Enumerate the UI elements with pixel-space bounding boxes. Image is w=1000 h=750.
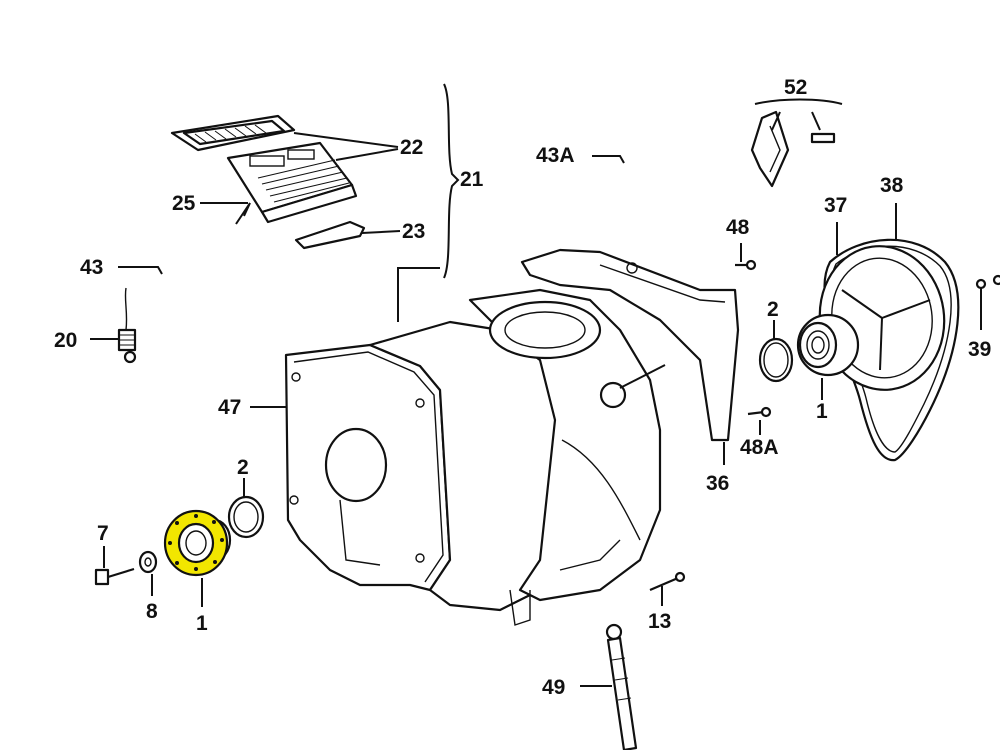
part-7-bolt[interactable] [94,546,135,586]
label-13: 13 [648,610,671,633]
label-43: 43 [80,256,103,279]
label-2-left: 2 [237,456,249,479]
label-20: 20 [54,329,77,352]
part-47-front-tub-half[interactable] [284,343,452,592]
label-21: 21 [460,168,484,191]
label-49: 49 [542,676,565,699]
part-25-dispenser-drawer[interactable] [226,141,358,224]
part-43-hook[interactable] [118,266,163,275]
part-52-bracket[interactable] [750,98,843,188]
part-23-dispenser-deflector[interactable] [294,220,366,250]
label-52: 52 [784,76,807,99]
part-21-tub-body[interactable] [368,288,666,626]
part-36-rear-support-bracket[interactable] [520,248,740,442]
part-48a-screw[interactable] [747,406,772,435]
label-22: 22 [400,136,423,159]
label-47: 47 [218,396,241,419]
label-39: 39 [968,338,991,361]
part-1-right-drum-hub[interactable] [796,313,860,377]
part-22-dispenser-top[interactable] [170,114,296,152]
part-43a-hook[interactable] [592,155,625,164]
part-8-washer[interactable] [138,550,158,596]
label-25: 25 [172,192,196,215]
label-2-right: 2 [767,298,779,321]
label-1-left: 1 [196,612,208,635]
label-48a: 48A [740,436,779,459]
part-48-screw[interactable] [735,243,757,271]
label-23: 23 [402,220,425,243]
label-8: 8 [146,600,158,623]
part-20-spring[interactable] [117,287,137,364]
part-2-left-o-ring[interactable] [227,495,265,539]
part-49-shock-absorber[interactable] [605,623,638,750]
label-36: 36 [706,472,729,495]
label-7: 7 [97,522,109,545]
part-39-spring[interactable] [975,274,1000,330]
label-43a: 43A [536,144,575,167]
part-2-right-o-ring[interactable] [758,337,794,383]
part-1-left-bearing-flange-highlighted[interactable] [163,509,232,577]
label-37: 37 [824,194,847,217]
part-13-bolt[interactable] [649,571,686,606]
label-1-right: 1 [816,400,828,423]
label-48: 48 [726,216,750,239]
label-38: 38 [880,174,904,197]
